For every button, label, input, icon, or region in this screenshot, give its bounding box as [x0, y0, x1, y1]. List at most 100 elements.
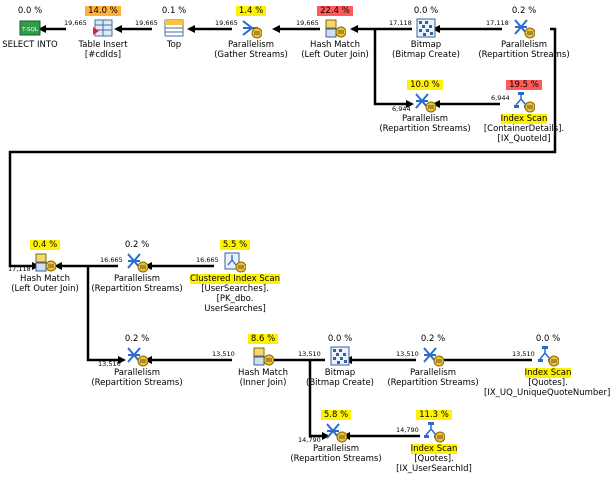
node-top[interactable]: 0.1 % Top [114, 6, 234, 50]
row-count: 13,510 [396, 350, 419, 358]
index-scan-icon [537, 345, 559, 367]
node-bitmap-1[interactable]: 0.0 % Bitmap (Bitmap Create) [366, 6, 486, 60]
cost-label: 0.0 % [413, 6, 439, 16]
node-subtitle: (Repartition Streams) [387, 378, 479, 388]
parallelism-repartition-icon [422, 345, 444, 367]
node-object: [Quotes]. [414, 454, 454, 464]
node-hash-match-left-outer-2[interactable]: 0.4 % Hash Match (Left Outer Join) [0, 240, 105, 294]
node-subtitle: (Repartition Streams) [91, 378, 183, 388]
row-count: 19,665 [215, 19, 238, 27]
cost-label: 0.2 % [420, 334, 446, 344]
node-title: Bitmap [324, 368, 356, 378]
node-subtitle: (Left Outer Join) [301, 50, 369, 60]
node-title: Parallelism [500, 40, 548, 50]
cost-label: 0.2 % [124, 240, 150, 250]
node-select-into[interactable]: 0.0 % T-SQL SELECT INTO [0, 6, 90, 50]
cost-label: 0.0 % [327, 334, 353, 344]
row-count: 13,510 [512, 350, 535, 358]
node-parallelism-repartition-3[interactable]: 0.2 % Parallelism (Repartition Streams) [77, 240, 197, 294]
cost-label: 0.1 % [161, 6, 187, 16]
row-count: 19,665 [64, 19, 87, 27]
index-scan-icon [513, 91, 535, 113]
node-index-cont: UserSearches] [204, 304, 266, 314]
node-clustered-index-scan[interactable]: 5.5 % Clustered Index Scan [UserSearches… [175, 240, 295, 314]
node-title: Parallelism [113, 368, 161, 378]
node-object: [Quotes]. [528, 378, 568, 388]
index-scan-icon [423, 421, 445, 443]
node-parallelism-repartition-4[interactable]: 0.2 % Parallelism (Repartition Streams) [77, 334, 197, 388]
node-index: [IX_UQ_UniqueQuoteNumber] [484, 388, 611, 398]
node-subtitle: (Repartition Streams) [379, 124, 471, 134]
node-title: Index Scan [500, 114, 548, 124]
node-hash-match-inner[interactable]: 8.6 % Hash Match (Inner Join) [203, 334, 323, 388]
node-subtitle: (Left Outer Join) [11, 284, 79, 294]
node-title: Parallelism [401, 114, 449, 124]
node-index: [PK_dbo. [216, 294, 254, 304]
node-title: SELECT INTO [2, 40, 58, 50]
cost-label: 0.0 % [535, 334, 561, 344]
node-title: Bitmap [410, 40, 442, 50]
hash-match-icon [252, 345, 274, 367]
cost-label: 0.2 % [124, 334, 150, 344]
node-title: Clustered Index Scan [189, 274, 281, 284]
cost-label: 10.0 % [407, 80, 443, 90]
node-title: Index Scan [524, 368, 572, 378]
node-title: Top [166, 40, 182, 50]
row-count: 19,665 [135, 19, 158, 27]
node-subtitle: (Bitmap Create) [392, 50, 460, 60]
row-count: 17,118 [8, 265, 31, 273]
node-table-insert[interactable]: 14.0 % Table Insert [#cdIds] [43, 6, 163, 60]
node-parallelism-gather[interactable]: 1.4 % Parallelism (Gather Streams) [191, 6, 311, 60]
row-count: 13,510 [212, 350, 235, 358]
row-count: 14,790 [396, 426, 419, 434]
row-count: 16,665 [100, 256, 123, 264]
node-object: [UserSearches]. [201, 284, 269, 294]
row-count: 16,665 [196, 256, 219, 264]
node-index-scan-containerdetails[interactable]: 19.5 % Index Scan [ContainerDetails]. [I… [464, 80, 584, 144]
node-title: Parallelism [113, 274, 161, 284]
row-count: 14,790 [298, 436, 321, 444]
cost-label: 11.3 % [416, 410, 452, 420]
node-index: [IX_UserSearchId] [396, 464, 472, 474]
node-parallelism-repartition-5[interactable]: 0.2 % Parallelism (Repartition Streams) [373, 334, 493, 388]
row-count: 17,118 [486, 19, 509, 27]
parallelism-repartition-icon [126, 251, 148, 273]
svg-text:T-SQL: T-SQL [21, 27, 39, 33]
node-subtitle: (Repartition Streams) [91, 284, 183, 294]
parallelism-repartition-icon [126, 345, 148, 367]
node-title: Hash Match [19, 274, 71, 284]
row-count: 13,510 [298, 350, 321, 358]
node-object: [ContainerDetails]. [483, 124, 565, 134]
node-title: Index Scan [410, 444, 458, 454]
cost-label: 14.0 % [85, 6, 121, 16]
row-count: 17,118 [389, 19, 412, 27]
row-count: 19,665 [296, 19, 319, 27]
parallelism-repartition-icon [414, 91, 436, 113]
row-count: 13,510 [98, 360, 121, 368]
table-insert-icon [92, 17, 114, 39]
tsql-icon: T-SQL [19, 17, 41, 39]
node-index-scan-quotes-usersearch[interactable]: 11.3 % Index Scan [Quotes]. [IX_UserSear… [374, 410, 494, 474]
row-count: 6,944 [392, 105, 411, 113]
node-subtitle: (Gather Streams) [214, 50, 288, 60]
node-subtitle: (Bitmap Create) [306, 378, 374, 388]
node-subtitle: (Repartition Streams) [478, 50, 570, 60]
node-title: Parallelism [312, 444, 360, 454]
node-bitmap-2[interactable]: 0.0 % Bitmap (Bitmap Create) [280, 334, 400, 388]
node-index-scan-quotes-uq[interactable]: 0.0 % Index Scan [Quotes]. [IX_UQ_Unique… [484, 334, 610, 398]
parallelism-repartition-icon [513, 17, 535, 39]
node-parallelism-repartition-1[interactable]: 0.2 % Parallelism (Repartition Streams) [464, 6, 584, 60]
node-subtitle: (Inner Join) [239, 378, 287, 388]
node-parallelism-repartition-6[interactable]: 5.8 % Parallelism (Repartition Streams) [276, 410, 396, 464]
parallelism-repartition-icon [325, 421, 347, 443]
node-title: Parallelism [409, 368, 457, 378]
cost-label: 0.2 % [511, 6, 537, 16]
node-parallelism-repartition-2[interactable]: 10.0 % Parallelism (Repartition Streams) [365, 80, 485, 134]
node-title: Parallelism [227, 40, 275, 50]
node-title: Hash Match [237, 368, 289, 378]
bitmap-icon [415, 17, 437, 39]
node-object: [#cdIds] [84, 50, 122, 60]
node-hash-match-left-outer-1[interactable]: 22.4 % Hash Match (Left Outer Join) [275, 6, 395, 60]
parallelism-gather-icon [240, 17, 262, 39]
cost-label: 5.8 % [320, 410, 352, 420]
